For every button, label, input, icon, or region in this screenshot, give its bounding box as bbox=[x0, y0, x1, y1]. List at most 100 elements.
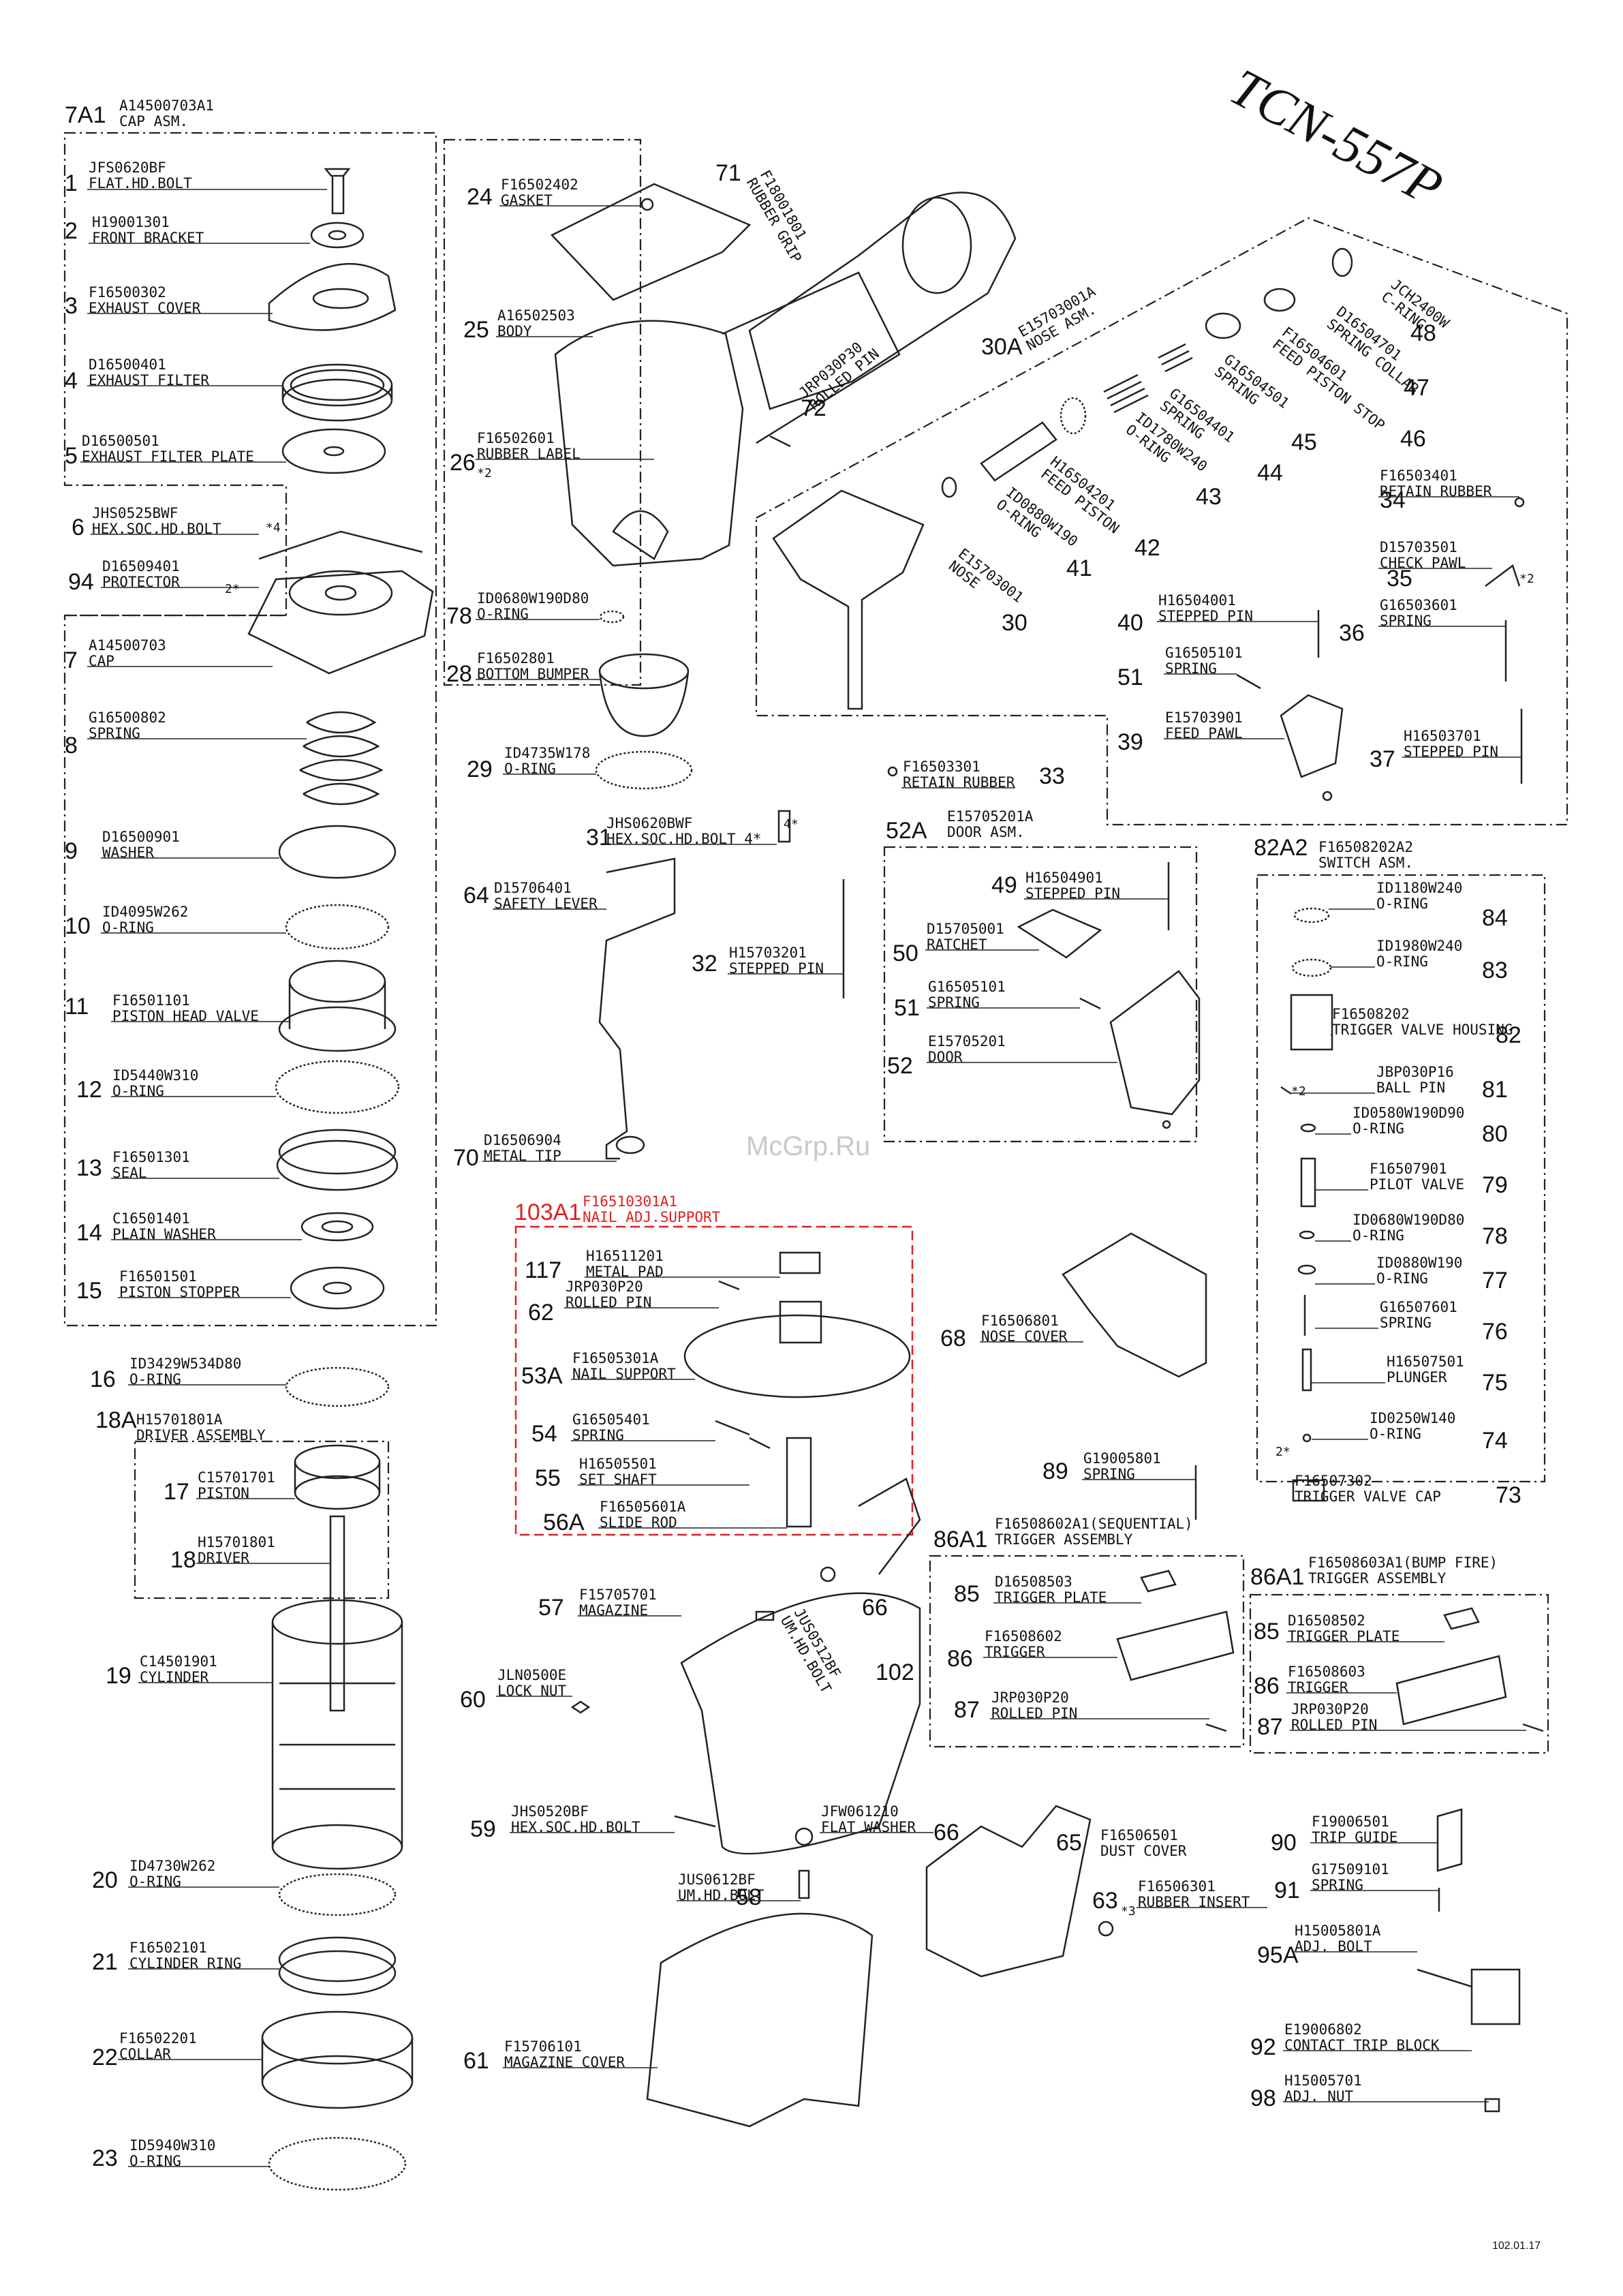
magazine-cover-drawing bbox=[646, 1912, 874, 2128]
feed-pawl-drawing bbox=[1280, 694, 1344, 778]
part-number: 55 bbox=[535, 1465, 561, 1491]
part-number: 49 bbox=[991, 872, 1017, 898]
part-number: 66 bbox=[862, 1595, 888, 1621]
part-number: 29 bbox=[467, 756, 493, 782]
part-number: 21 bbox=[92, 1949, 118, 1975]
part-code: D15705001 bbox=[927, 921, 1004, 937]
part-code: F16501301 bbox=[112, 1149, 190, 1165]
rolled-pin-87a-drawing bbox=[1205, 1723, 1227, 1732]
part-code: F16508603A1(BUMP FIRE) bbox=[1308, 1555, 1498, 1571]
part-code: E15705201A bbox=[947, 808, 1034, 825]
part-number: 53A bbox=[521, 1363, 563, 1389]
part-name: DOOR ASM. bbox=[947, 824, 1025, 840]
part-number: 44 bbox=[1257, 460, 1283, 486]
part-number: 80 bbox=[1482, 1121, 1508, 1147]
part-number: 54 bbox=[531, 1421, 557, 1447]
part-number: 28 bbox=[446, 661, 472, 687]
retain-rubber-34-drawing bbox=[1514, 497, 1525, 508]
part-code: C16501401 bbox=[112, 1210, 190, 1227]
part-code: F16501501 bbox=[119, 1268, 197, 1285]
part-code: A14500703 bbox=[89, 637, 166, 654]
part-name: TRIGGER VALVE CAP bbox=[1295, 1488, 1441, 1505]
part-number: 65 bbox=[1056, 1830, 1082, 1856]
part-number: 91 bbox=[1274, 1878, 1300, 1903]
o-ring-drawing-74 bbox=[1302, 1433, 1312, 1443]
part-code: F19006501 bbox=[1312, 1813, 1389, 1830]
part-name: O-RING bbox=[1352, 1227, 1404, 1244]
trigger-86b-drawing bbox=[1395, 1655, 1507, 1726]
hex-bolt-59-drawing bbox=[674, 1815, 716, 1828]
part-number: 17 bbox=[164, 1479, 189, 1505]
part-number: 43 bbox=[1196, 484, 1222, 510]
nose-drawing bbox=[772, 489, 925, 710]
o-ring-drawing-83 bbox=[1291, 958, 1332, 977]
part-number: 14 bbox=[76, 1220, 102, 1246]
note-marker: *2 bbox=[1291, 1084, 1306, 1099]
part-code: G16505101 bbox=[928, 979, 1006, 995]
part-code: G16505401 bbox=[572, 1411, 650, 1428]
um-hd-bolt-102-drawing bbox=[755, 1610, 775, 1621]
part-number: 1 bbox=[65, 170, 78, 196]
o-ring-drawing-78b bbox=[1299, 1230, 1315, 1240]
part-code: H15701801A bbox=[136, 1411, 223, 1428]
trigger-valve-housing-drawing bbox=[1290, 994, 1333, 1051]
part-name: SWITCH ASM. bbox=[1318, 855, 1413, 871]
part-code: D16509401 bbox=[102, 558, 180, 575]
part-number: 76 bbox=[1482, 1319, 1508, 1345]
part-code: G16505101 bbox=[1165, 645, 1243, 661]
part-code: F16507901 bbox=[1370, 1161, 1447, 1177]
part-number: 51 bbox=[1117, 664, 1143, 690]
nose-asm-box bbox=[755, 217, 1568, 826]
part-code: H15701801 bbox=[198, 1534, 275, 1550]
part-code: JFW061210 bbox=[821, 1803, 899, 1820]
rolled-pin-87b-drawing bbox=[1522, 1723, 1544, 1732]
part-number: 98 bbox=[1250, 2085, 1276, 2111]
part-code: D16506904 bbox=[484, 1132, 561, 1148]
part-code: F16502801 bbox=[477, 650, 555, 667]
part-code: JFS0620BF bbox=[89, 159, 166, 176]
part-code: JRP030P20 bbox=[991, 1689, 1069, 1706]
part-number: 83 bbox=[1482, 958, 1508, 983]
part-number: 56A bbox=[543, 1510, 585, 1535]
part-number: 8 bbox=[65, 733, 78, 759]
part-number: 3 bbox=[65, 293, 78, 319]
part-number: 34 bbox=[1380, 487, 1406, 513]
adj-nut-drawing bbox=[1484, 2098, 1500, 2113]
part-code: C15701701 bbox=[198, 1469, 275, 1486]
part-number: 68 bbox=[940, 1326, 966, 1351]
note-marker: *4 bbox=[266, 521, 281, 535]
part-code: ID0250W140 bbox=[1370, 1410, 1455, 1426]
part-number: 6 bbox=[72, 515, 84, 540]
part-code: F16510301A1 bbox=[583, 1193, 677, 1210]
slide-rod-drawing bbox=[786, 1437, 812, 1528]
part-code: ID0580W190D90 bbox=[1352, 1105, 1464, 1121]
part-number: 47 bbox=[1404, 375, 1429, 401]
part-name: PLUNGER bbox=[1387, 1369, 1447, 1386]
part-number: 64 bbox=[463, 883, 489, 908]
